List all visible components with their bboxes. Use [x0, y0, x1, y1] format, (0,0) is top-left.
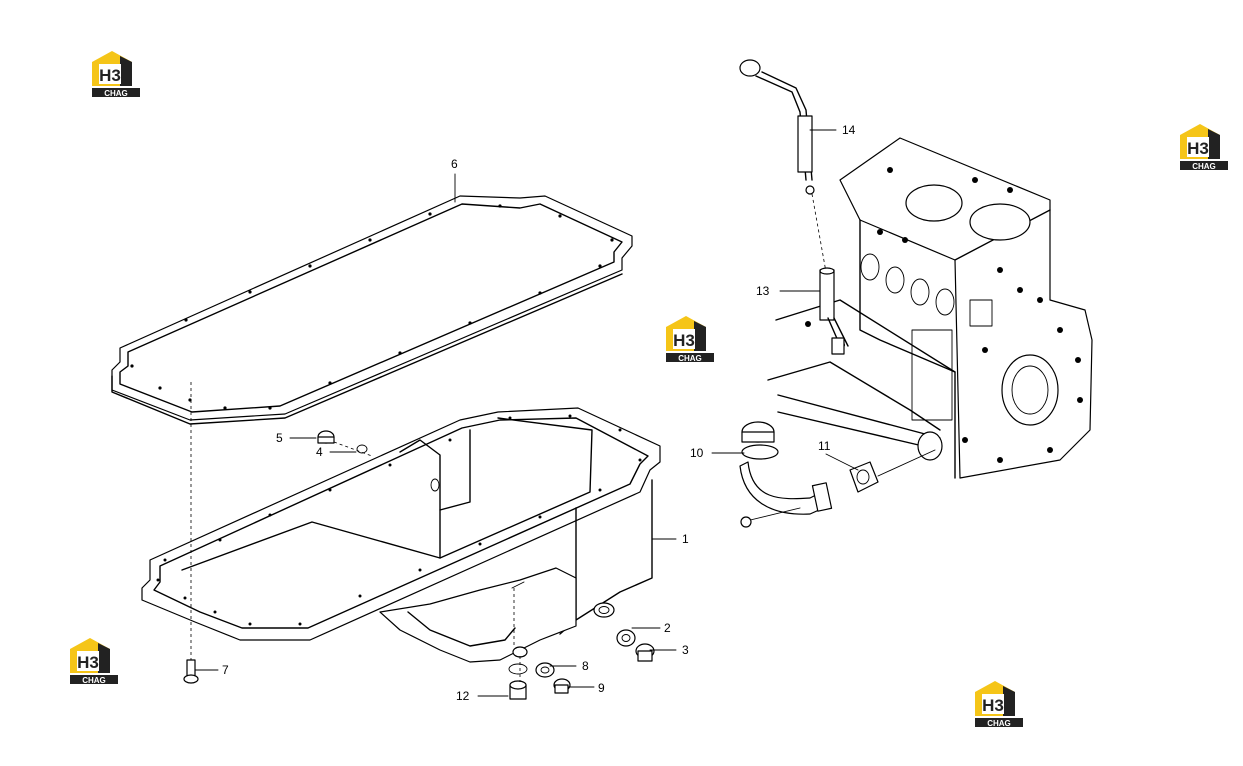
watermark-logo: H3 CHAG	[90, 50, 142, 98]
leader-lines	[194, 129, 859, 697]
callout-2: 2	[664, 621, 671, 635]
logo-main-text: H3	[99, 66, 121, 85]
h3-chag-logo-icon: H3 CHAG	[70, 638, 118, 685]
callout-12: 12	[456, 689, 470, 703]
logo-main-text: H3	[673, 331, 695, 350]
logo-sub-text: CHAG	[678, 354, 702, 363]
filler-pipe-gasket	[849, 449, 936, 493]
plug-and-washer	[317, 430, 373, 457]
callout-11: 11	[818, 439, 831, 453]
drain-plug-bottom	[508, 656, 571, 700]
callout-1: 1	[682, 532, 689, 546]
oil-pan	[141, 407, 661, 663]
pan-bolt	[183, 382, 199, 684]
logo-sub-text: CHAG	[104, 89, 128, 98]
callout-9: 9	[598, 681, 605, 695]
watermark-logo: H3 CHAG	[664, 315, 716, 363]
logo-sub-text: CHAG	[1192, 162, 1216, 171]
callout-6: 6	[451, 157, 458, 171]
oil-filler-pipe	[739, 421, 833, 528]
callout-5: 5	[276, 431, 283, 445]
logo-main-text: H3	[1187, 139, 1209, 158]
drain-plug-right	[616, 629, 655, 662]
engine-block	[767, 137, 1093, 479]
watermark-logo: H3 CHAG	[68, 637, 120, 685]
logo-main-text: H3	[77, 653, 99, 672]
callout-labels: 6 1 2 3 5 4 7 8 9 12 10 11 13 14	[222, 123, 856, 703]
h3-chag-logo-icon: H3 CHAG	[666, 316, 714, 363]
callout-7: 7	[222, 663, 229, 677]
h3-chag-logo-icon: H3 CHAG	[92, 51, 140, 98]
dipstick-guide-tube	[819, 267, 849, 355]
callout-4: 4	[316, 445, 323, 459]
callout-14: 14	[842, 123, 856, 137]
callout-3: 3	[682, 643, 689, 657]
logo-main-text: H3	[982, 696, 1004, 715]
h3-chag-logo-icon: H3 CHAG	[1180, 124, 1228, 171]
h3-chag-logo-icon: H3 CHAG	[975, 681, 1023, 728]
callout-13: 13	[756, 284, 770, 298]
watermark-logo: H3 CHAG	[973, 680, 1025, 728]
dipstick	[739, 59, 827, 273]
oil-pan-gasket	[111, 195, 633, 425]
watermark-logo: H3 CHAG	[1178, 123, 1230, 171]
callout-10: 10	[690, 446, 704, 460]
callout-8: 8	[582, 659, 589, 673]
logo-sub-text: CHAG	[82, 676, 106, 685]
logo-sub-text: CHAG	[987, 719, 1011, 728]
